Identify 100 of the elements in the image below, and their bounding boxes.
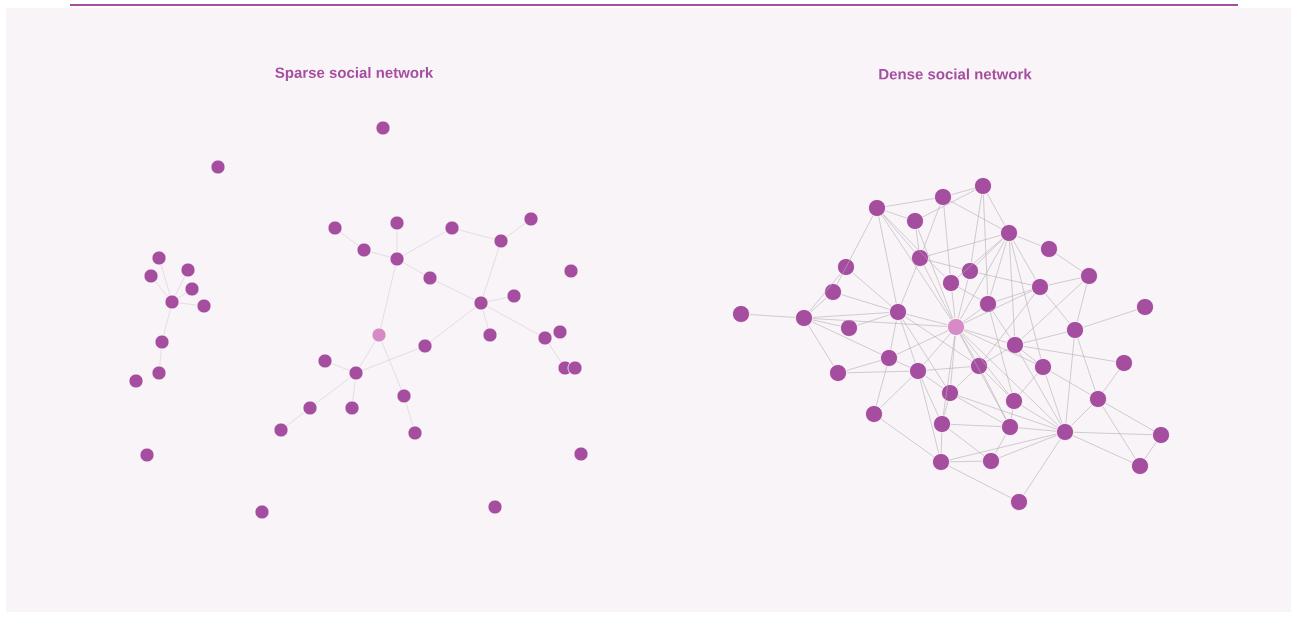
network-node xyxy=(909,362,927,380)
connection-line xyxy=(1009,241,1015,337)
connection-line xyxy=(1016,236,1042,246)
network-node xyxy=(473,295,489,311)
connection-line xyxy=(1048,277,1081,286)
connection-line xyxy=(1072,435,1133,463)
connection-line xyxy=(943,335,956,416)
connection-line xyxy=(749,314,796,318)
connection-line xyxy=(961,333,1009,395)
network-node xyxy=(1001,418,1019,436)
network-node xyxy=(493,233,509,249)
connection-line xyxy=(548,343,562,363)
network-node xyxy=(444,220,460,236)
connection-line xyxy=(896,330,949,355)
connection-line xyxy=(852,272,892,307)
connection-line xyxy=(1077,338,1096,391)
network-node xyxy=(1005,392,1023,410)
connection-line xyxy=(940,432,943,454)
connection-line xyxy=(928,235,1001,256)
connection-line xyxy=(1021,281,1083,340)
connection-line xyxy=(958,395,1057,430)
network-node xyxy=(552,324,568,340)
connection-line xyxy=(1019,352,1061,425)
network-node xyxy=(1031,278,1049,296)
connection-line xyxy=(917,229,954,319)
connection-line xyxy=(919,379,940,454)
network-node xyxy=(344,400,360,416)
connection-line xyxy=(1045,293,1070,324)
connection-line xyxy=(1050,371,1091,395)
connection-line xyxy=(1019,373,1038,395)
connection-line xyxy=(957,238,1003,278)
network-node xyxy=(1080,267,1098,285)
connection-line xyxy=(962,332,1059,427)
network-node xyxy=(911,249,929,267)
connection-line xyxy=(901,265,917,305)
connection-line xyxy=(810,297,827,313)
network-node xyxy=(151,365,167,381)
connection-line xyxy=(983,194,988,296)
network-node xyxy=(1131,457,1149,475)
connection-line xyxy=(876,366,887,406)
network-node xyxy=(482,327,498,343)
connection-line xyxy=(1021,350,1037,362)
network-node xyxy=(302,400,318,416)
connection-line xyxy=(403,262,424,275)
connection-line xyxy=(331,363,350,371)
connection-line xyxy=(380,265,396,329)
connection-line xyxy=(958,287,981,300)
connection-line xyxy=(880,418,935,458)
network-node xyxy=(795,309,813,327)
connection-line xyxy=(1045,375,1063,424)
connection-line xyxy=(487,297,508,302)
connection-line xyxy=(986,349,1008,362)
connection-line xyxy=(340,232,359,246)
connection-line xyxy=(948,429,985,456)
network-node xyxy=(1115,354,1133,372)
connection-line xyxy=(956,371,973,388)
network-node xyxy=(348,365,364,381)
connection-line xyxy=(902,319,946,386)
network-node xyxy=(837,258,855,276)
connection-line xyxy=(881,215,952,320)
connection-line xyxy=(963,290,1033,324)
network-node xyxy=(840,319,858,337)
connection-line xyxy=(370,251,391,258)
network-node xyxy=(1089,390,1107,408)
network-node xyxy=(523,211,539,227)
connection-line xyxy=(1065,338,1075,424)
connection-line xyxy=(987,193,1005,226)
connection-line xyxy=(808,325,834,366)
network-node xyxy=(164,294,180,310)
connection-line xyxy=(846,360,881,371)
network-node xyxy=(273,422,289,438)
network-node xyxy=(180,262,196,278)
network-node xyxy=(196,298,212,314)
connection-line xyxy=(1102,406,1136,459)
connection-line xyxy=(841,294,890,310)
connection-line xyxy=(315,377,351,404)
network-node xyxy=(1040,240,1058,258)
connection-line xyxy=(995,434,1006,454)
connection-line xyxy=(1021,405,1058,428)
network-node xyxy=(417,338,433,354)
connection-line xyxy=(921,378,939,417)
network-node xyxy=(573,446,589,462)
connection-line xyxy=(923,265,953,320)
connection-line xyxy=(1073,431,1153,435)
connection-line xyxy=(458,229,495,240)
connection-line xyxy=(359,341,376,367)
connection-line xyxy=(905,316,972,362)
connection-line xyxy=(160,264,171,296)
network-node xyxy=(932,453,950,471)
connection-line xyxy=(984,293,1035,360)
connection-line xyxy=(836,215,874,285)
connection-line xyxy=(926,366,971,371)
connection-line xyxy=(990,312,1012,393)
connection-line xyxy=(950,200,1002,230)
connection-line xyxy=(885,210,907,219)
connection-line xyxy=(1018,427,1057,432)
connection-line xyxy=(1011,409,1013,419)
connection-line xyxy=(963,330,1036,364)
network-node xyxy=(327,220,343,236)
network-node xyxy=(979,295,997,313)
